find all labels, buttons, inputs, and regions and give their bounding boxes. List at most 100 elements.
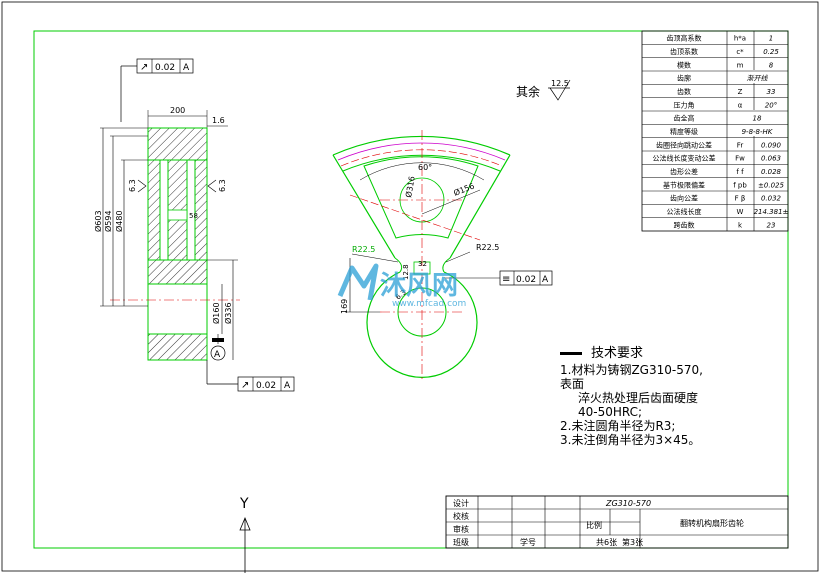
param-row-value: 渐开线	[747, 75, 769, 83]
param-row-name: 模数	[677, 60, 691, 69]
tol-top-symbol: ↗	[140, 62, 148, 73]
dim-d603: Ø603	[93, 210, 103, 232]
param-row-name: 齿向公差	[670, 194, 698, 203]
tb-part-name: 翻转机构扇形齿轮	[680, 518, 744, 528]
param-row-name: 压力角	[674, 100, 695, 109]
tech-req-line-1: 1.材料为铸钢ZG310-570,	[560, 362, 703, 377]
watermark-url: www.mfcad.com	[392, 299, 466, 309]
param-row-symbol: f f	[736, 168, 744, 176]
tol-bottom-symbol: ↗	[241, 380, 249, 391]
param-row-name: 跨齿数	[674, 220, 695, 229]
tb-sheet-no: 第3张	[622, 537, 643, 547]
param-row-name: 基节极限偏差	[663, 180, 705, 189]
y-axis-label: Y	[239, 496, 249, 512]
param-row-value: 1	[769, 35, 773, 43]
param-row-name: 齿数	[677, 87, 691, 96]
param-row-value: 9-8-8-HK	[742, 128, 774, 136]
main-view: 其余 12.5 60° Ø316 Ø156 R22.5	[332, 79, 571, 380]
dim-1-6: 1.6	[212, 116, 225, 125]
watermark-brand: 沐风网	[380, 271, 458, 301]
param-row-value: 18	[753, 115, 762, 123]
rough-right: 6.3	[218, 179, 227, 192]
param-row-value: 0.028	[761, 168, 782, 176]
dim-12-8: 12.8	[402, 264, 410, 280]
r-right: R22.5	[476, 243, 499, 252]
dim-d156: Ø156	[452, 180, 476, 197]
inner-frame	[33, 30, 789, 549]
tech-req-line-4: 40-50HRC;	[578, 405, 642, 419]
dim-d480: Ø480	[114, 210, 124, 232]
param-row-symbol: f pb	[733, 181, 747, 189]
param-row-value: 214.381±	[754, 208, 789, 216]
param-row-value: 0.25	[763, 48, 779, 56]
tb-student-no: 学号	[520, 537, 536, 547]
dim-200: 200	[170, 106, 185, 115]
tol-bottom-value: 0.02	[256, 381, 276, 391]
param-row-symbol: α	[738, 101, 743, 109]
param-row-name: 齿形公差	[670, 167, 698, 176]
tb-scale-label: 比例	[586, 520, 602, 530]
param-row-name: 公法线长度变动公差	[653, 154, 716, 163]
tech-req-line-5: 2.未注圆角半径为R3;	[560, 418, 675, 433]
tech-req-line-6: 3.未注倒角半径为3×45。	[560, 432, 700, 447]
watermark-logo-icon	[337, 263, 379, 301]
r-left: R22.5	[352, 245, 375, 254]
param-row-symbol: h*a	[734, 35, 746, 43]
param-row-name: 齿廓	[677, 74, 691, 83]
param-row-symbol: W	[737, 208, 744, 216]
rest-rough: 12.5	[551, 79, 569, 88]
tb-sheet-total: 共6张	[596, 538, 617, 547]
geo-tolerance-top: ↗ 0.02 A	[120, 58, 194, 122]
section-view: ↗ 0.02 A 200 1.6 58	[93, 58, 295, 392]
angle-60: 60°	[418, 163, 432, 172]
param-row-name: 齿顶系数	[670, 47, 698, 56]
param-row-value: 33	[767, 88, 776, 96]
param-row-value: 0.063	[761, 155, 781, 163]
dim-d336: Ø336	[223, 302, 233, 324]
tech-req-line-3: 淬火热处理后齿面硬度	[578, 390, 698, 405]
param-row-name: 齿圈径向跳动公差	[656, 140, 712, 149]
title-block: 设计 校核 审核 班级 学号 ZG310-570 比例 翻转机构扇形齿轮 共6张…	[445, 495, 789, 549]
param-row-value: 0.032	[761, 195, 782, 203]
dim-d316: Ø316	[403, 175, 417, 198]
rough-left: 6.3	[128, 179, 137, 192]
y-axis-indicator: Y	[239, 496, 251, 573]
tech-req-title: 技术要求	[591, 346, 643, 361]
tb-label-class: 班级	[453, 537, 469, 547]
watermark: 沐风网 www.mfcad.com	[337, 263, 466, 309]
dim-58: 58	[189, 212, 198, 220]
param-row-name: 公法线长度	[667, 207, 702, 216]
geo-tolerance-bottom: ↗ 0.02 A	[206, 360, 295, 392]
tech-req-line-2: 表面	[560, 377, 584, 391]
tb-material: ZG310-570	[605, 499, 651, 508]
param-row-symbol: Fw	[735, 155, 745, 163]
dim-d160: Ø160	[211, 302, 221, 324]
tol-sym-symbol: ≡	[502, 274, 510, 285]
param-row-value: 0.090	[761, 141, 782, 149]
param-row-symbol: c*	[736, 48, 744, 56]
tol-top-datum: A	[183, 63, 190, 73]
tb-label-check: 校核	[453, 511, 469, 521]
param-row-value: 8	[769, 61, 774, 69]
param-row-symbol: F β	[735, 195, 746, 203]
tol-top-value: 0.02	[155, 63, 175, 73]
rest-label: 其余	[516, 84, 540, 99]
tol-sym-value: 0.02	[516, 275, 536, 285]
geo-tolerance-symmetry: ≡ 0.02 A	[444, 270, 553, 286]
tb-label-review: 审核	[453, 524, 469, 534]
param-row-symbol: Fr	[737, 141, 744, 149]
param-row-name: 齿顶高系数	[667, 34, 702, 43]
dim-169: 169	[340, 299, 349, 314]
param-row-value: 20°	[765, 101, 777, 109]
param-row-symbol: m	[737, 61, 744, 69]
dim-32: 32	[418, 260, 427, 268]
tol-bottom-datum: A	[284, 381, 291, 391]
technical-requirements: 技术要求 1.材料为铸钢ZG310-570, 表面 淬火热处理后齿面硬度 40-…	[560, 346, 703, 447]
param-row-value: 23	[767, 221, 776, 229]
param-row-name: 精度等级	[670, 127, 698, 136]
param-row-symbol: Z	[738, 88, 743, 96]
param-row-name: 齿全高	[674, 114, 695, 123]
